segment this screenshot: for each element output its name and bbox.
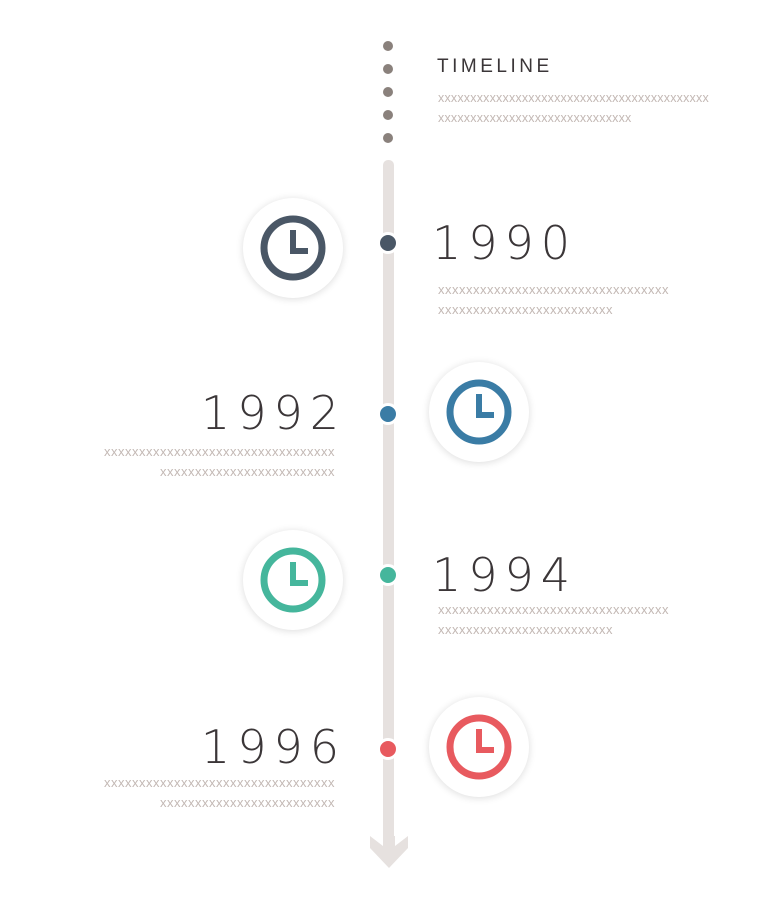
event-icon-badge [429, 362, 529, 462]
clock-icon [260, 215, 326, 281]
event-description: xxxxxxxxxxxxxxxxxxxxxxxxxxxxxxxxx xxxxxx… [30, 773, 335, 813]
clock-icon [446, 714, 512, 780]
timeline-node [377, 564, 399, 586]
timeline-node [377, 232, 399, 254]
timeline-node [377, 403, 399, 425]
event-icon-badge [429, 697, 529, 797]
event-year: 1996 [200, 720, 346, 774]
description-line: xxxxxxxxxxxxxxxxxxxxxxxxxxxxxxxxx [438, 282, 669, 297]
timeline-axis [383, 160, 394, 850]
event-icon-badge [243, 198, 343, 298]
description-line: xxxxxxxxxxxxxxxxxxxxxxxxxxxxxxxxx [438, 602, 669, 617]
description-line: xxxxxxxxxxxxxxxxxxxxxxxxx [438, 622, 613, 637]
description-line: xxxxxxxxxxxxxxxxxxxxxxxxx [438, 302, 613, 317]
event-year: 1994 [432, 548, 578, 602]
timeline-description: xxxxxxxxxxxxxxxxxxxxxxxxxxxxxxxxxxxxxxxx… [438, 88, 709, 128]
event-description: xxxxxxxxxxxxxxxxxxxxxxxxxxxxxxxxx xxxxxx… [438, 600, 669, 640]
event-year: 1992 [200, 386, 346, 440]
lead-dot [383, 87, 393, 97]
event-year: 1990 [432, 216, 578, 270]
event-icon-badge [243, 530, 343, 630]
lead-dot [383, 110, 393, 120]
timeline-title: TIMELINE [437, 56, 553, 77]
timeline-node [377, 738, 399, 760]
clock-icon [260, 547, 326, 613]
lead-dot [383, 133, 393, 143]
description-line: xxxxxxxxxxxxxxxxxxxxxxxxxxxxxxxxx [104, 444, 335, 459]
description-line: xxxxxxxxxxxxxxxxxxxxxxxxxxxxxxxxx [104, 775, 335, 790]
lead-dot [383, 64, 393, 74]
description-line: xxxxxxxxxxxxxxxxxxxxxxxxx [160, 464, 335, 479]
arrow-down-icon [370, 836, 408, 868]
event-description: xxxxxxxxxxxxxxxxxxxxxxxxxxxxxxxxx xxxxxx… [438, 280, 669, 320]
event-description: xxxxxxxxxxxxxxxxxxxxxxxxxxxxxxxxx xxxxxx… [30, 442, 335, 482]
description-line: xxxxxxxxxxxxxxxxxxxxxxxxx [160, 795, 335, 810]
description-line: xxxxxxxxxxxxxxxxxxxxxxxxxxxxxxxxxxxxxxxx… [438, 91, 709, 105]
lead-dot [383, 41, 393, 51]
description-line: xxxxxxxxxxxxxxxxxxxxxxxxxxxxxx [438, 111, 632, 125]
clock-icon [446, 379, 512, 445]
